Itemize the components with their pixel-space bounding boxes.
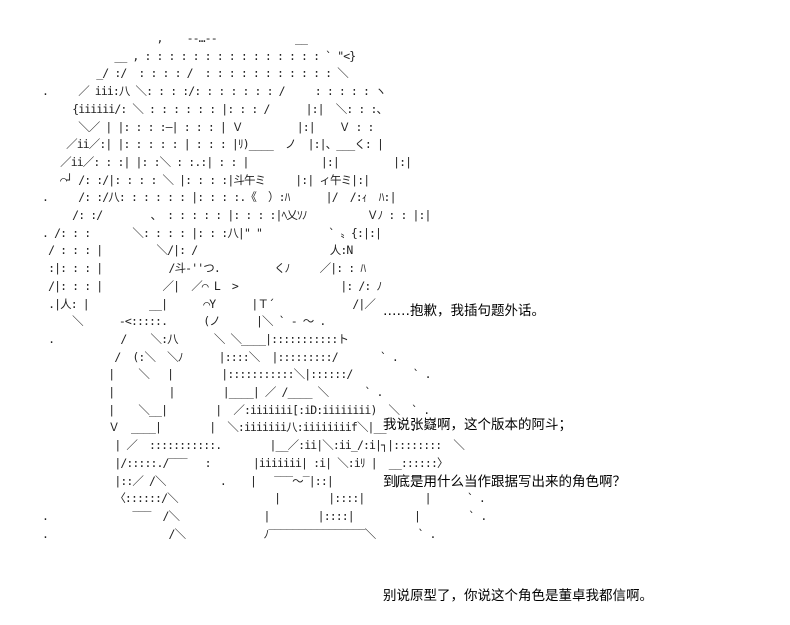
art-line: ＼ ‐<:::::. (ノ |＼ ` - ～ .	[30, 314, 326, 329]
art-line: _/ :/ : : : : / : : : : : : : : : : : ＼	[30, 66, 348, 81]
art-line: /: :/ 、 : : : : : |: : : :|ﾍ乂ｿﾉ Ｖﾉ : : |…	[30, 208, 431, 223]
art-line: / (:＼ ＼ﾉ |::::＼ |:::::::::/ ` .	[30, 349, 399, 364]
spacer	[383, 530, 653, 549]
art-line: | ＼ | |:::::::::::＼|::::::/ ` .	[30, 367, 431, 382]
art-line: . /＼ ﾉ‾‾‾‾‾‾‾‾‾‾‾‾‾‾‾‾＼ ` .	[30, 526, 436, 541]
art-line: . /: : : ＼: : : : |: : :八|" " ` 〟{:|:|	[30, 225, 382, 240]
art-line: . /: :/八: : : : : : |: : : :.《 ）:ﾊ |/ /:…	[30, 190, 396, 205]
art-line: | ＼__| | ／:iiiiiii[:iD:iiiiiiii) ＼ ` .	[30, 402, 430, 417]
art-line: . ／ iii:八 ＼: : : :/: : : : : : : / : : :…	[30, 84, 386, 99]
art-line: / : : : | ＼/|: / 人:N	[30, 243, 353, 258]
art-line: | ／ :::::::::::. |__／:ii|＼:ii_/:i|┐|::::…	[30, 438, 465, 453]
dialog-line: 我说张嶷啊，这个版本的阿斗；	[383, 417, 572, 433]
art-line: Ｖ ____| | ＼:iiiiiii八:iiiiiiiif＼|__ ` .	[30, 420, 416, 435]
art-line: {iiiiii/: ＼ : : : : : : |: : : / |:| ＼: …	[30, 101, 388, 116]
art-line: |/:::::./‾‾‾ : |iiiiiii| :i| ＼:iﾘ | __::…	[30, 455, 448, 470]
art-line: . ‾‾‾ /＼ | |::::| | ` .	[30, 508, 487, 523]
dialog-line: ……抱歉，我插句题外话。	[383, 303, 545, 319]
art-line: 〈::::::/＼ | |::::| | ` .	[30, 491, 485, 506]
art-line: .|人: | __| ⌒Y |Ｔ´ /|／	[30, 296, 376, 311]
dialog-text: ……抱歉，我插句题外话。 我说张嶷啊，这个版本的阿斗； 到底是用什么当作跟据写出…	[383, 264, 653, 625]
art-line: ⌒┘ /: :/|: : : : ＼ |: : : :|斗午ミ |:| ィ午ミ|…	[30, 172, 370, 187]
art-line: ／ii／:| |: : : : : | : : : |ﾘ)____ ノ |:|、…	[30, 137, 384, 152]
ascii-art-character: , ‐-…-- __ __ , : : : : : : : : : : : : …	[30, 30, 487, 543]
art-line: |::／ /＼ . | ‾‾‾〜‾|::| | ‾‾‾	[30, 473, 430, 488]
dialog-line: 到底是用什么当作跟据写出来的角色啊？	[383, 474, 626, 490]
art-line: ／ii／: : :| |: :＼ : :.:| : : | |:| |:|	[30, 154, 412, 169]
art-line: __ , : : : : : : : : : : : : : : : ` "<}	[30, 48, 356, 63]
spacer	[383, 359, 653, 378]
art-line: . / ＼:八 ＼ ＼____|:::::::::::ト	[30, 331, 349, 346]
dialog-line: 别说原型了，你说这个角色是董卓我都信啊。	[383, 588, 653, 604]
art-line: , ‐-…-- __	[30, 31, 308, 45]
art-line: | | |____| ／ /____ ＼ ` .	[30, 385, 383, 400]
art-line: :|: : : | /斗‐''つ. くﾉ ／|: : ﾊ	[30, 261, 366, 276]
art-line: ＼／ | |: : : :―| : : : | Ｖ |:| Ｖ : :	[30, 119, 374, 134]
art-line: /|: : : | ／| ／⌒ L > |: /: ﾉ	[30, 278, 382, 293]
